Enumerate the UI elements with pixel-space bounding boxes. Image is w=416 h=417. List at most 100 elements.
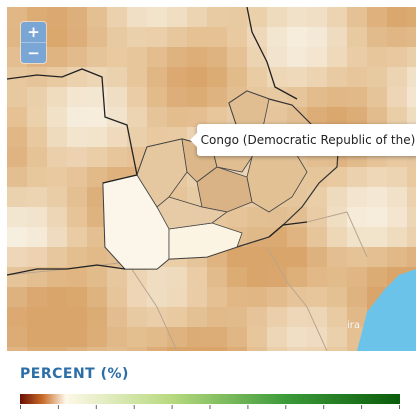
- raster-tile: [367, 87, 387, 107]
- raster-tile: [407, 247, 416, 267]
- raster-tile: [267, 267, 287, 287]
- map-canvas[interactable]: [7, 7, 416, 351]
- raster-tile: [167, 47, 187, 67]
- raster-tile: [307, 327, 327, 347]
- raster-tile: [287, 247, 307, 267]
- raster-tile: [347, 227, 367, 247]
- raster-tile: [167, 67, 187, 87]
- raster-tile: [347, 47, 367, 67]
- raster-tile: [267, 27, 287, 47]
- raster-tile: [387, 67, 407, 87]
- raster-tile: [187, 347, 207, 351]
- raster-tile: [87, 127, 107, 147]
- raster-tile: [107, 27, 127, 47]
- raster-tile: [27, 227, 47, 247]
- raster-tile: [67, 147, 87, 167]
- country-borders: [7, 7, 308, 276]
- raster-tile: [87, 347, 107, 351]
- raster-tile: [87, 287, 107, 307]
- raster-tile: [47, 187, 67, 207]
- raster-tile: [267, 327, 287, 347]
- raster-tile: [207, 327, 227, 347]
- raster-tile: [327, 247, 347, 267]
- raster-tile: [347, 167, 367, 187]
- raster-tile: [327, 327, 347, 347]
- raster-tile: [167, 307, 187, 327]
- raster-tile: [87, 87, 107, 107]
- raster-tile: [267, 247, 287, 267]
- zoom-in-button[interactable]: +: [27, 23, 40, 41]
- raster-tile: [247, 267, 267, 287]
- raster-tile: [207, 307, 227, 327]
- raster-tile: [387, 187, 407, 207]
- raster-tile: [47, 207, 67, 227]
- raster-tile: [187, 67, 207, 87]
- raster-tile: [147, 27, 167, 47]
- raster-tile: [7, 67, 27, 87]
- raster-tile: [27, 347, 47, 351]
- raster-tile: [367, 67, 387, 87]
- raster-tile: [67, 247, 87, 267]
- raster-tile: [167, 267, 187, 287]
- raster-tile: [327, 207, 347, 227]
- raster-tile: [347, 187, 367, 207]
- raster-tile: [7, 107, 27, 127]
- raster-tile: [47, 287, 67, 307]
- raster-tile: [187, 87, 207, 107]
- raster-tile: [227, 327, 247, 347]
- raster-tile: [7, 267, 27, 287]
- raster-tile: [47, 347, 67, 351]
- raster-tile: [287, 287, 307, 307]
- zoom-out-button[interactable]: −: [21, 42, 46, 63]
- region-kasai[interactable]: [156, 196, 228, 230]
- raster-tile: [67, 187, 87, 207]
- raster-tile: [327, 47, 347, 67]
- raster-tile: [267, 7, 287, 27]
- raster-tile: [147, 7, 167, 27]
- raster-tile: [307, 287, 327, 307]
- raster-tile: [27, 167, 47, 187]
- raster-tile: [67, 107, 87, 127]
- raster-tile: [247, 287, 267, 307]
- raster-tile: [367, 27, 387, 47]
- raster-tile: [307, 27, 327, 47]
- raster-tile: [327, 227, 347, 247]
- raster-tile: [347, 307, 367, 327]
- raster-tile: [107, 267, 127, 287]
- raster-tile: [207, 7, 227, 27]
- raster-tile: [87, 307, 107, 327]
- choropleth-map[interactable]: + − Congo (Democratic Republic of the) i…: [7, 7, 416, 351]
- raster-tile: [107, 47, 127, 67]
- raster-tile: [387, 227, 407, 247]
- raster-tile: [27, 287, 47, 307]
- raster-tile: [287, 67, 307, 87]
- raster-tile: [147, 347, 167, 351]
- raster-tile: [67, 87, 87, 107]
- raster-tile: [147, 267, 167, 287]
- raster-tile: [47, 307, 67, 327]
- legend-gradient-bar: [20, 394, 400, 404]
- raster-tile: [307, 347, 327, 351]
- raster-tile: [387, 247, 407, 267]
- raster-tile: [267, 67, 287, 87]
- raster-tile: [207, 27, 227, 47]
- raster-tile: [7, 287, 27, 307]
- raster-tile: [27, 187, 47, 207]
- raster-tile: [107, 147, 127, 167]
- raster-tile: [67, 347, 87, 351]
- raster-tile: [167, 27, 187, 47]
- raster-tile: [67, 27, 87, 47]
- raster-tile: [67, 227, 87, 247]
- raster-tile: [407, 187, 416, 207]
- raster-tile: [7, 247, 27, 267]
- lake-water: [357, 269, 416, 351]
- raster-tile: [47, 87, 67, 107]
- raster-tile: [407, 67, 416, 87]
- raster-tile: [27, 87, 47, 107]
- raster-tile: [67, 47, 87, 67]
- raster-tile: [107, 127, 127, 147]
- raster-tile: [147, 107, 167, 127]
- raster-tile: [387, 27, 407, 47]
- raster-tile: [167, 287, 187, 307]
- raster-tile: [327, 347, 347, 351]
